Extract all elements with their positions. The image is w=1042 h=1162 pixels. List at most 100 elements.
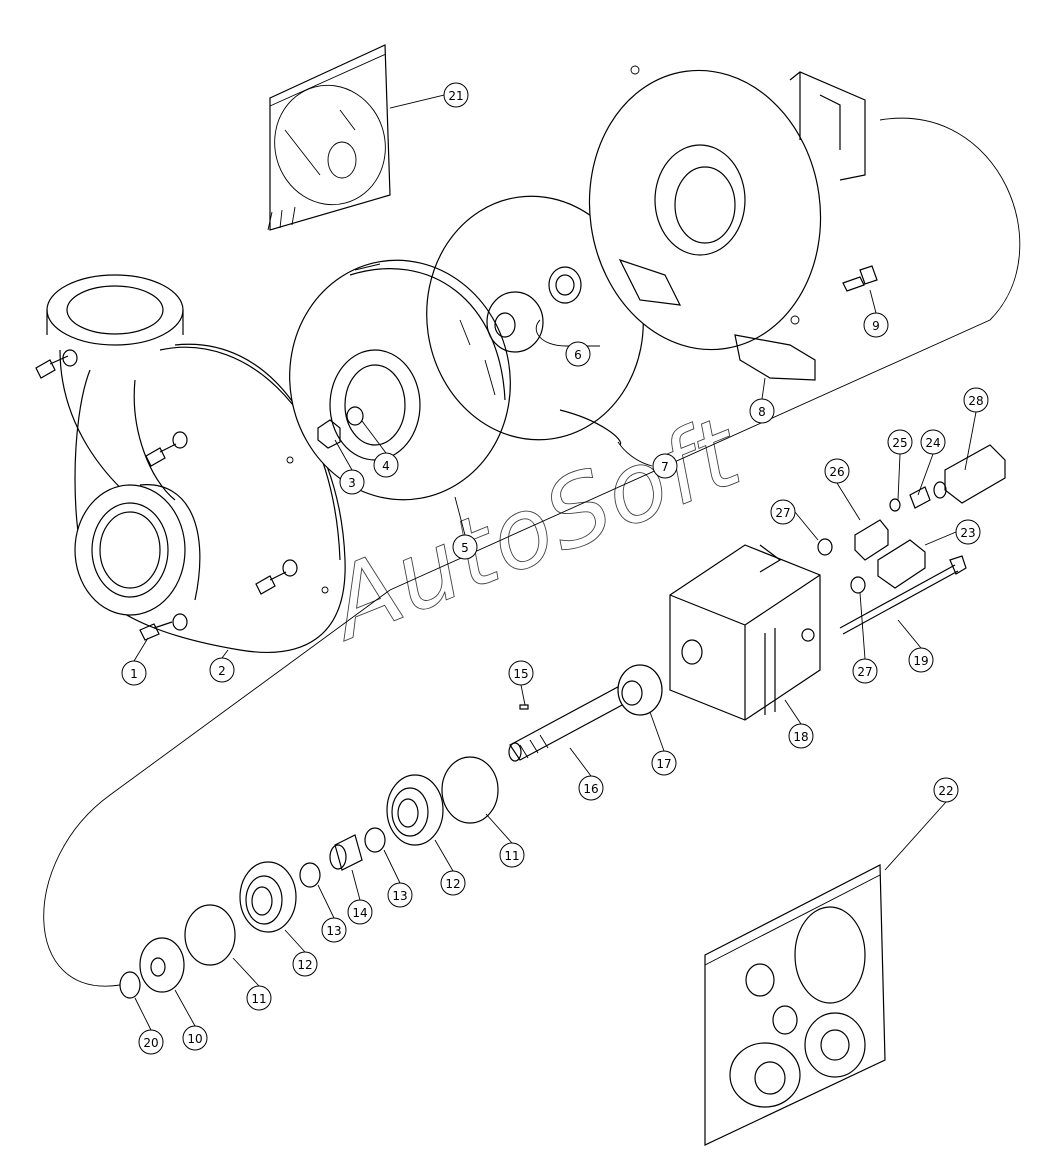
callout-number: 22 (938, 784, 953, 798)
tie-rod (839, 555, 967, 635)
callout-8: 8 (749, 398, 775, 424)
callout-circle (121, 660, 147, 686)
callout-7: 7 (652, 453, 678, 479)
callout-22: 22 (933, 777, 959, 803)
callout-19: 19 (908, 647, 934, 673)
callout-28: 28 (963, 387, 989, 413)
bearings (239, 774, 444, 933)
callout-10: 10 (182, 1025, 208, 1051)
callout-circle (887, 429, 913, 455)
callout-number: 18 (793, 730, 808, 744)
callout-number: 7 (661, 460, 669, 474)
callout-25: 25 (887, 429, 913, 455)
callout-number: 11 (251, 992, 266, 1006)
callout-circle (347, 899, 373, 925)
callout-number: 27 (857, 665, 872, 679)
callout-number: 8 (758, 405, 766, 419)
callout-12: 12 (292, 951, 318, 977)
callout-circle (499, 842, 525, 868)
callout-20: 20 (138, 1029, 164, 1055)
cable-fittings (817, 444, 1006, 594)
callout-number: 15 (513, 667, 528, 681)
callout-circle (373, 452, 399, 478)
mechanical-seal (486, 266, 582, 353)
callout-number: 12 (445, 877, 460, 891)
callout-24: 24 (920, 429, 946, 455)
callout-number: 28 (968, 394, 983, 408)
callout-15: 15 (508, 660, 534, 686)
callout-circle (955, 519, 981, 545)
motor (669, 544, 821, 721)
callout-17: 17 (651, 750, 677, 776)
callout-number: 4 (382, 459, 390, 473)
casing-bolts (35, 355, 287, 641)
callout-circle (652, 453, 678, 479)
retaining-rings (119, 756, 499, 999)
callout-circle (452, 534, 478, 560)
callout-number: 1 (130, 667, 138, 681)
callout-16: 16 (578, 775, 604, 801)
callout-circle (852, 658, 878, 684)
callout-number: 14 (352, 906, 367, 920)
callout-number: 25 (892, 436, 907, 450)
callout-circle (920, 429, 946, 455)
callout-circle (209, 657, 235, 683)
callout-number: 27 (775, 506, 790, 520)
callout-number: 3 (348, 476, 356, 490)
callout-number: 26 (829, 465, 844, 479)
pump-casing (46, 274, 346, 653)
callout-circle (565, 341, 591, 367)
callout-number: 5 (461, 541, 469, 555)
callout-number: 10 (187, 1032, 202, 1046)
callout-circle (508, 660, 534, 686)
callout-circle (387, 882, 413, 908)
callout-number: 23 (960, 526, 975, 540)
callout-11: 11 (499, 842, 525, 868)
callout-5: 5 (452, 534, 478, 560)
callout-number: 17 (656, 757, 671, 771)
callout-circle (824, 458, 850, 484)
callout-circle (908, 647, 934, 673)
callout-number: 24 (925, 436, 940, 450)
callout-14: 14 (347, 899, 373, 925)
callout-18: 18 (788, 723, 814, 749)
callout-number: 21 (448, 89, 463, 103)
callout-circle (321, 917, 347, 943)
callout-circle (443, 82, 469, 108)
callout-6: 6 (565, 341, 591, 367)
callout-circle (933, 777, 959, 803)
callout-circle (770, 499, 796, 525)
callout-circle (339, 469, 365, 495)
assembly-axis-loop (43, 117, 1021, 987)
callout-1: 1 (121, 660, 147, 686)
callout-circle (788, 723, 814, 749)
callout-21: 21 (443, 82, 469, 108)
leader-lines (133, 94, 977, 1031)
callout-23: 23 (955, 519, 981, 545)
callout-circle (651, 750, 677, 776)
callout-3: 3 (339, 469, 365, 495)
callout-number: 13 (326, 924, 341, 938)
callout-number: 19 (913, 654, 928, 668)
callout-12: 12 (440, 870, 466, 896)
callout-circle (138, 1029, 164, 1055)
washer (139, 937, 185, 993)
callout-number: 11 (504, 849, 519, 863)
callout-circle (749, 398, 775, 424)
adapter-bracket (588, 65, 866, 381)
callout-27: 27 (770, 499, 796, 525)
callout-9: 9 (863, 312, 889, 338)
callout-circle (863, 312, 889, 338)
callout-4: 4 (373, 452, 399, 478)
callout-number: 13 (392, 889, 407, 903)
callout-27: 27 (852, 658, 878, 684)
callout-circle (246, 985, 272, 1011)
callout-circle (440, 870, 466, 896)
callout-number: 6 (574, 348, 582, 362)
callout-number: 12 (297, 958, 312, 972)
callout-number: 9 (872, 319, 880, 333)
callout-13: 13 (387, 882, 413, 908)
callout-circle (963, 387, 989, 413)
